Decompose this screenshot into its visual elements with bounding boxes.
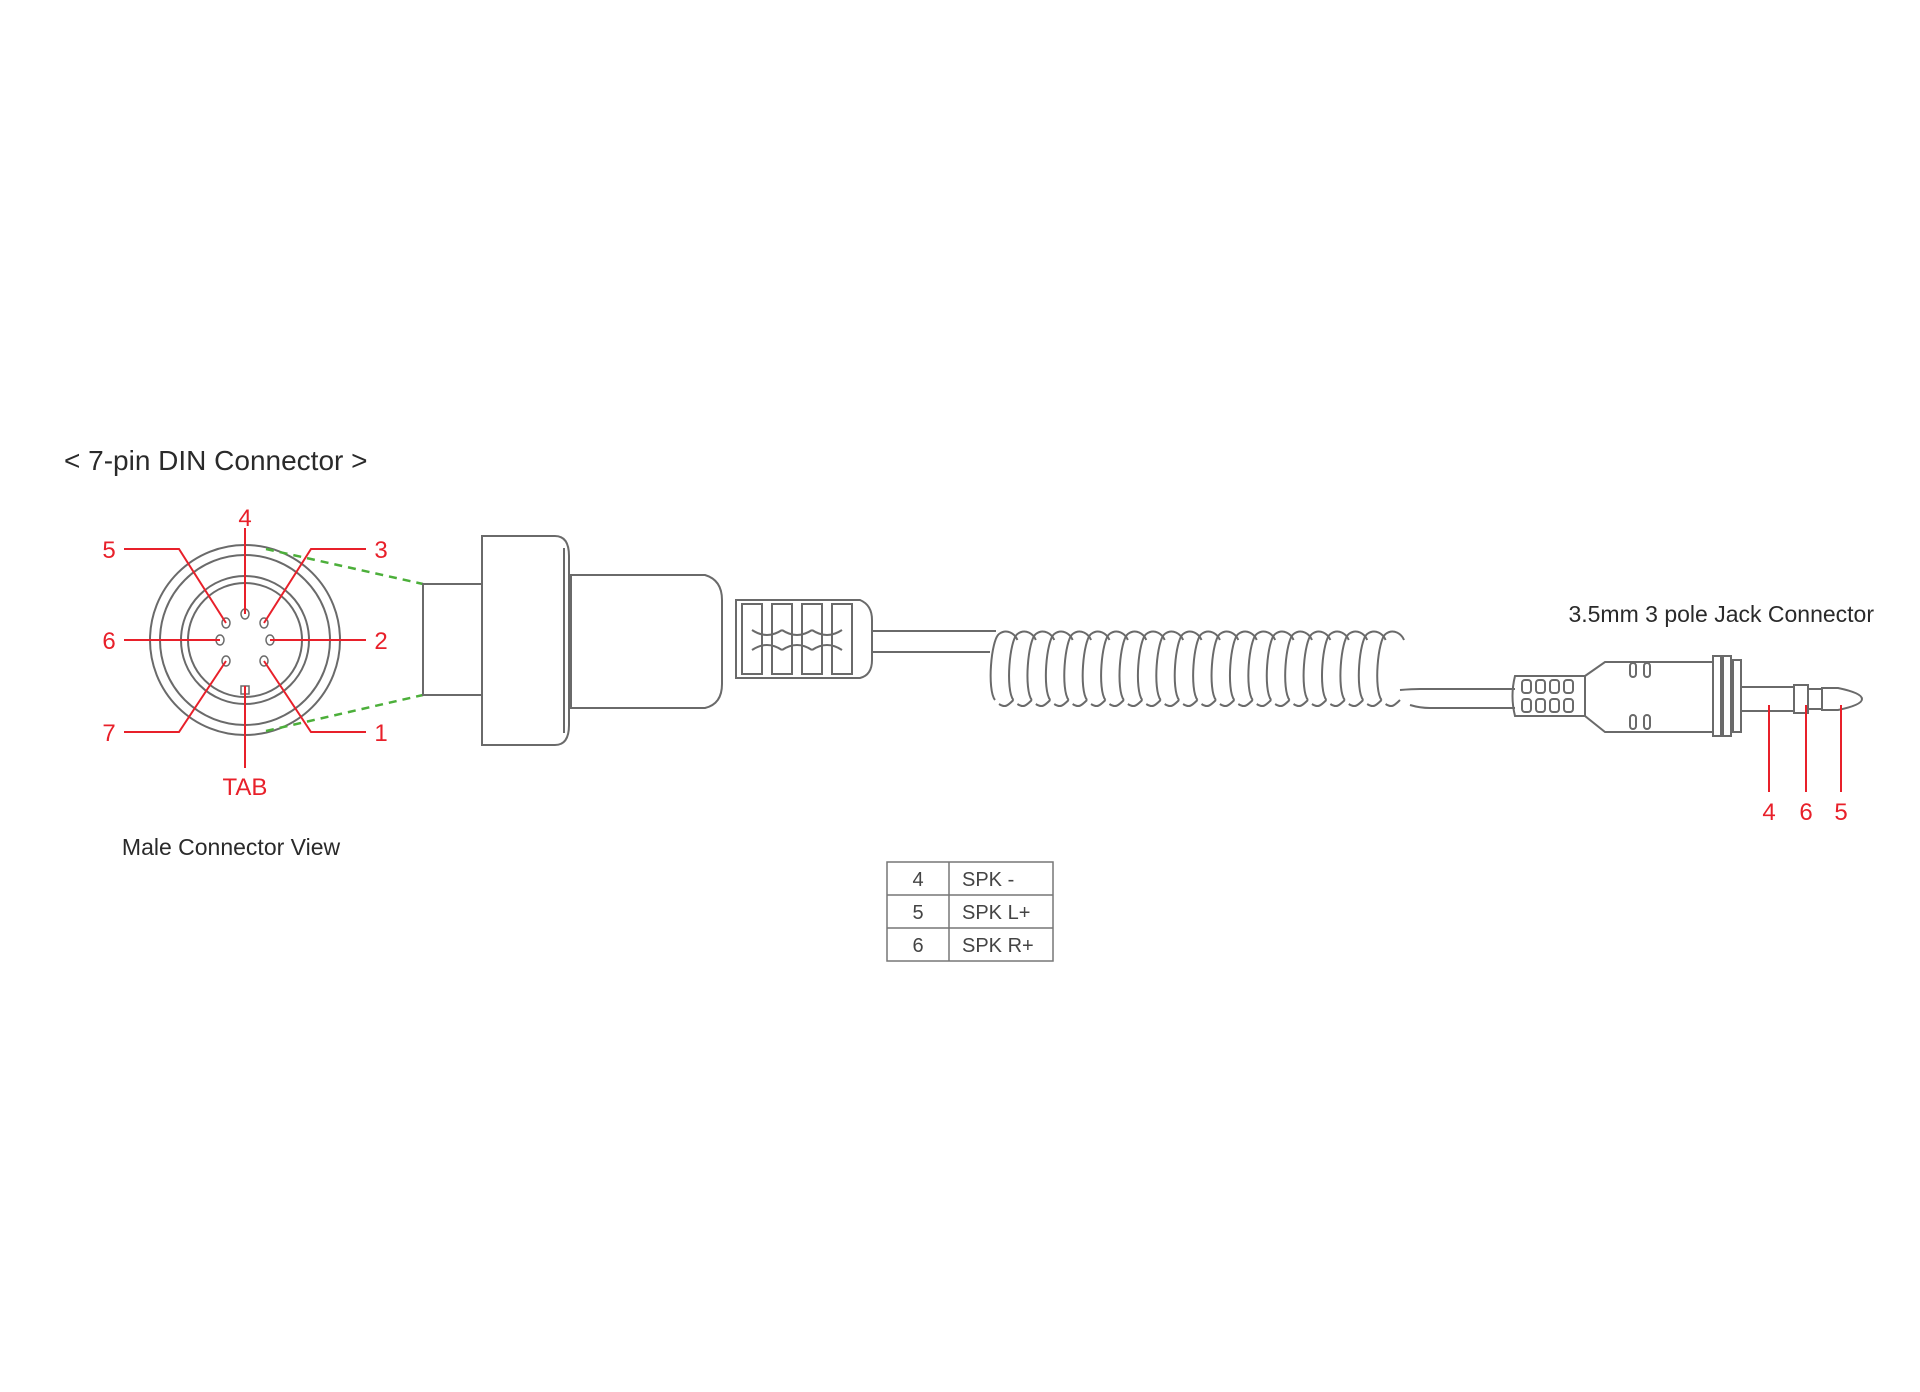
pin-table: 4 SPK - 5 SPK L+ 6 SPK R+ <box>886 861 1054 962</box>
din-title: < 7-pin DIN Connector > <box>64 445 368 476</box>
jack-leader-lines <box>1768 705 1842 792</box>
coil-loop <box>989 630 1019 708</box>
din-plug-body <box>422 535 873 746</box>
coil-loop <box>1247 630 1277 708</box>
coil-loop <box>1302 630 1332 708</box>
coil-loop <box>1339 630 1369 708</box>
cable <box>872 630 996 653</box>
coil-loop <box>1192 630 1221 708</box>
din-pin-label-3: 3 <box>374 537 387 564</box>
din-pin-label-7: 7 <box>102 720 115 747</box>
coil-loop <box>1063 630 1092 708</box>
jack-title: 3.5mm 3 pole Jack Connector <box>1568 601 1874 627</box>
din-pin-label-6: 6 <box>102 628 115 655</box>
din-pin-label-4: 4 <box>238 505 251 532</box>
coil-loop <box>1026 630 1056 708</box>
table-row: 5 SPK L+ <box>912 902 1030 924</box>
jack-plug <box>1511 655 1864 737</box>
coiled-cable <box>989 630 1405 708</box>
table-pin: 6 <box>912 935 923 957</box>
jack-pin-label-5: 5 <box>1834 799 1847 826</box>
table-signal: SPK - <box>962 869 1014 891</box>
coil-loop <box>1376 630 1405 708</box>
coil-loop <box>1008 630 1037 708</box>
male-connector-view-label: Male Connector View <box>122 834 341 860</box>
din-pin-label-1: 1 <box>374 720 387 747</box>
table-row: 4 SPK - <box>912 869 1014 891</box>
jack-pin-label-4: 4 <box>1762 799 1775 826</box>
coil-loop <box>1229 630 1258 708</box>
coil-loop <box>1155 630 1185 708</box>
jack-pin-label-6: 6 <box>1799 799 1812 826</box>
din-tab-label: TAB <box>223 774 268 801</box>
coil-loop <box>1044 630 1074 708</box>
coil-loop <box>1100 630 1129 708</box>
table-pin: 4 <box>912 869 923 891</box>
coil-loop <box>1081 630 1111 708</box>
coil-loop <box>1357 630 1387 708</box>
cable-to-jack <box>1399 688 1515 709</box>
coil-loop <box>1284 630 1313 708</box>
din-leader-lines <box>124 528 366 768</box>
din-pin-label-5: 5 <box>102 537 115 564</box>
table-pin: 5 <box>912 902 923 924</box>
coil-loop <box>1321 630 1350 708</box>
coil-loop <box>1173 630 1203 708</box>
coil-loop <box>1210 630 1240 708</box>
coil-loop <box>1265 630 1295 708</box>
table-signal: SPK L+ <box>962 902 1030 924</box>
table-signal: SPK R+ <box>962 935 1034 957</box>
coil-loop <box>1118 630 1148 708</box>
table-row: 6 SPK R+ <box>912 935 1033 957</box>
din-pin-label-2: 2 <box>374 628 387 655</box>
coil-loop <box>1136 630 1166 708</box>
